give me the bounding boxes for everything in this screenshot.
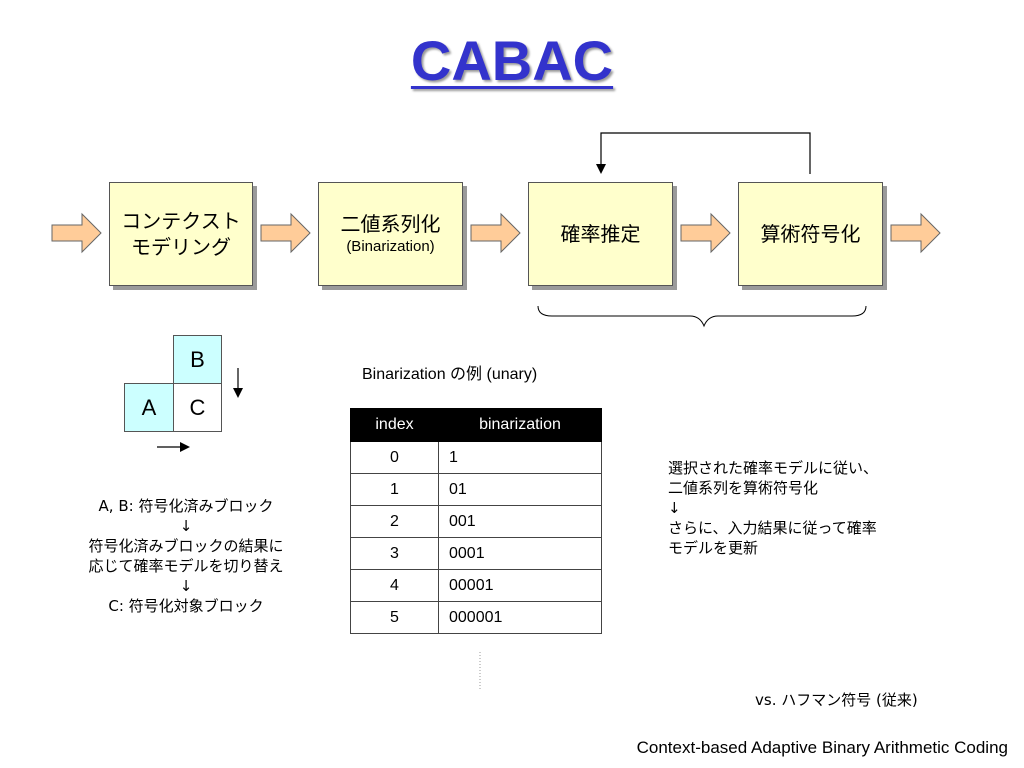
table-row: 1 01 [350, 473, 602, 506]
page-title: CABAC [410, 29, 614, 92]
row-binarization: 1 [438, 441, 602, 474]
block-a: A [124, 383, 174, 432]
binarization-box: 二値系列化 (Binarization) [318, 182, 463, 286]
left-note-arrow1: ↓ [179, 517, 193, 535]
context-modeling-line2: モデリング [131, 235, 231, 259]
right-note-line2: 二値系列を算術符号化 [668, 479, 819, 497]
binarization-table: index binarization 0 1 1 01 2 001 3 0001… [350, 408, 602, 634]
context-modeling-line1: コンテクスト [121, 209, 241, 233]
row-binarization: 00001 [438, 569, 602, 602]
arrow-binarization-to-probability [470, 212, 521, 254]
row-index: 1 [350, 473, 439, 506]
table-row: 3 0001 [350, 537, 602, 570]
left-note-line4: C: 符号化対象ブロック [108, 597, 264, 615]
left-note-arrow2: ↓ [179, 577, 193, 595]
output-arrow [890, 212, 941, 254]
left-note-line1: A, B: 符号化済みブロック [98, 497, 274, 515]
feedback-loop-arrow [596, 132, 811, 174]
arrow-probability-to-arithmetic [680, 212, 731, 254]
block-c: C [173, 383, 222, 432]
row-binarization: 0001 [438, 537, 602, 570]
row-index: 5 [350, 601, 439, 634]
left-note-line2: 符号化済みブロックの結果に [88, 537, 284, 555]
block-b: B [173, 335, 222, 384]
vs-huffman-label: vs. ハフマン符号 (従来) [755, 691, 918, 709]
row-binarization: 001 [438, 505, 602, 538]
binarization-sublabel: (Binarization) [346, 238, 435, 255]
input-arrow [51, 212, 102, 254]
row-index: 4 [350, 569, 439, 602]
header-binarization: binarization [438, 408, 602, 442]
right-note: 選択された確率モデルに従い、 二値系列を算術符号化 ↓ さらに、入力結果に従って… [668, 458, 968, 558]
header-index: index [350, 408, 439, 442]
table-row: 4 00001 [350, 569, 602, 602]
row-index: 0 [350, 441, 439, 474]
arithmetic-coding-box: 算術符号化 [738, 182, 883, 286]
arrow-context-to-binarization [260, 212, 311, 254]
table-header-row: index binarization [350, 408, 602, 442]
context-modeling-box: コンテクスト モデリング [109, 182, 253, 286]
probability-estimation-box: 確率推定 [528, 182, 673, 286]
right-note-line4: モデルを更新 [668, 539, 759, 557]
footer-caption: Context-based Adaptive Binary Arithmetic… [636, 738, 1008, 757]
table-row: 2 001 [350, 505, 602, 538]
right-note-line3: さらに、入力結果に従って確率 [668, 519, 877, 537]
brace [537, 305, 867, 328]
probability-estimation-label: 確率推定 [560, 222, 641, 246]
row-index: 3 [350, 537, 439, 570]
right-note-arrow: ↓ [668, 499, 681, 517]
right-note-line1: 選択された確率モデルに従い、 [668, 459, 879, 477]
left-note-line3: 応じて確率モデルを切り替え [88, 557, 284, 575]
table-row: 0 1 [350, 441, 602, 474]
table-caption: Binarization の例 (unary) [362, 366, 538, 383]
row-index: 2 [350, 505, 439, 538]
row-binarization: 000001 [438, 601, 602, 634]
table-row: 5 000001 [350, 601, 602, 634]
left-note: A, B: 符号化済みブロック ↓ 符号化済みブロックの結果に 応じて確率モデル… [50, 496, 322, 616]
arithmetic-coding-label: 算術符号化 [760, 222, 861, 246]
binarization-label: 二値系列化 [340, 212, 441, 236]
row-binarization: 01 [438, 473, 602, 506]
